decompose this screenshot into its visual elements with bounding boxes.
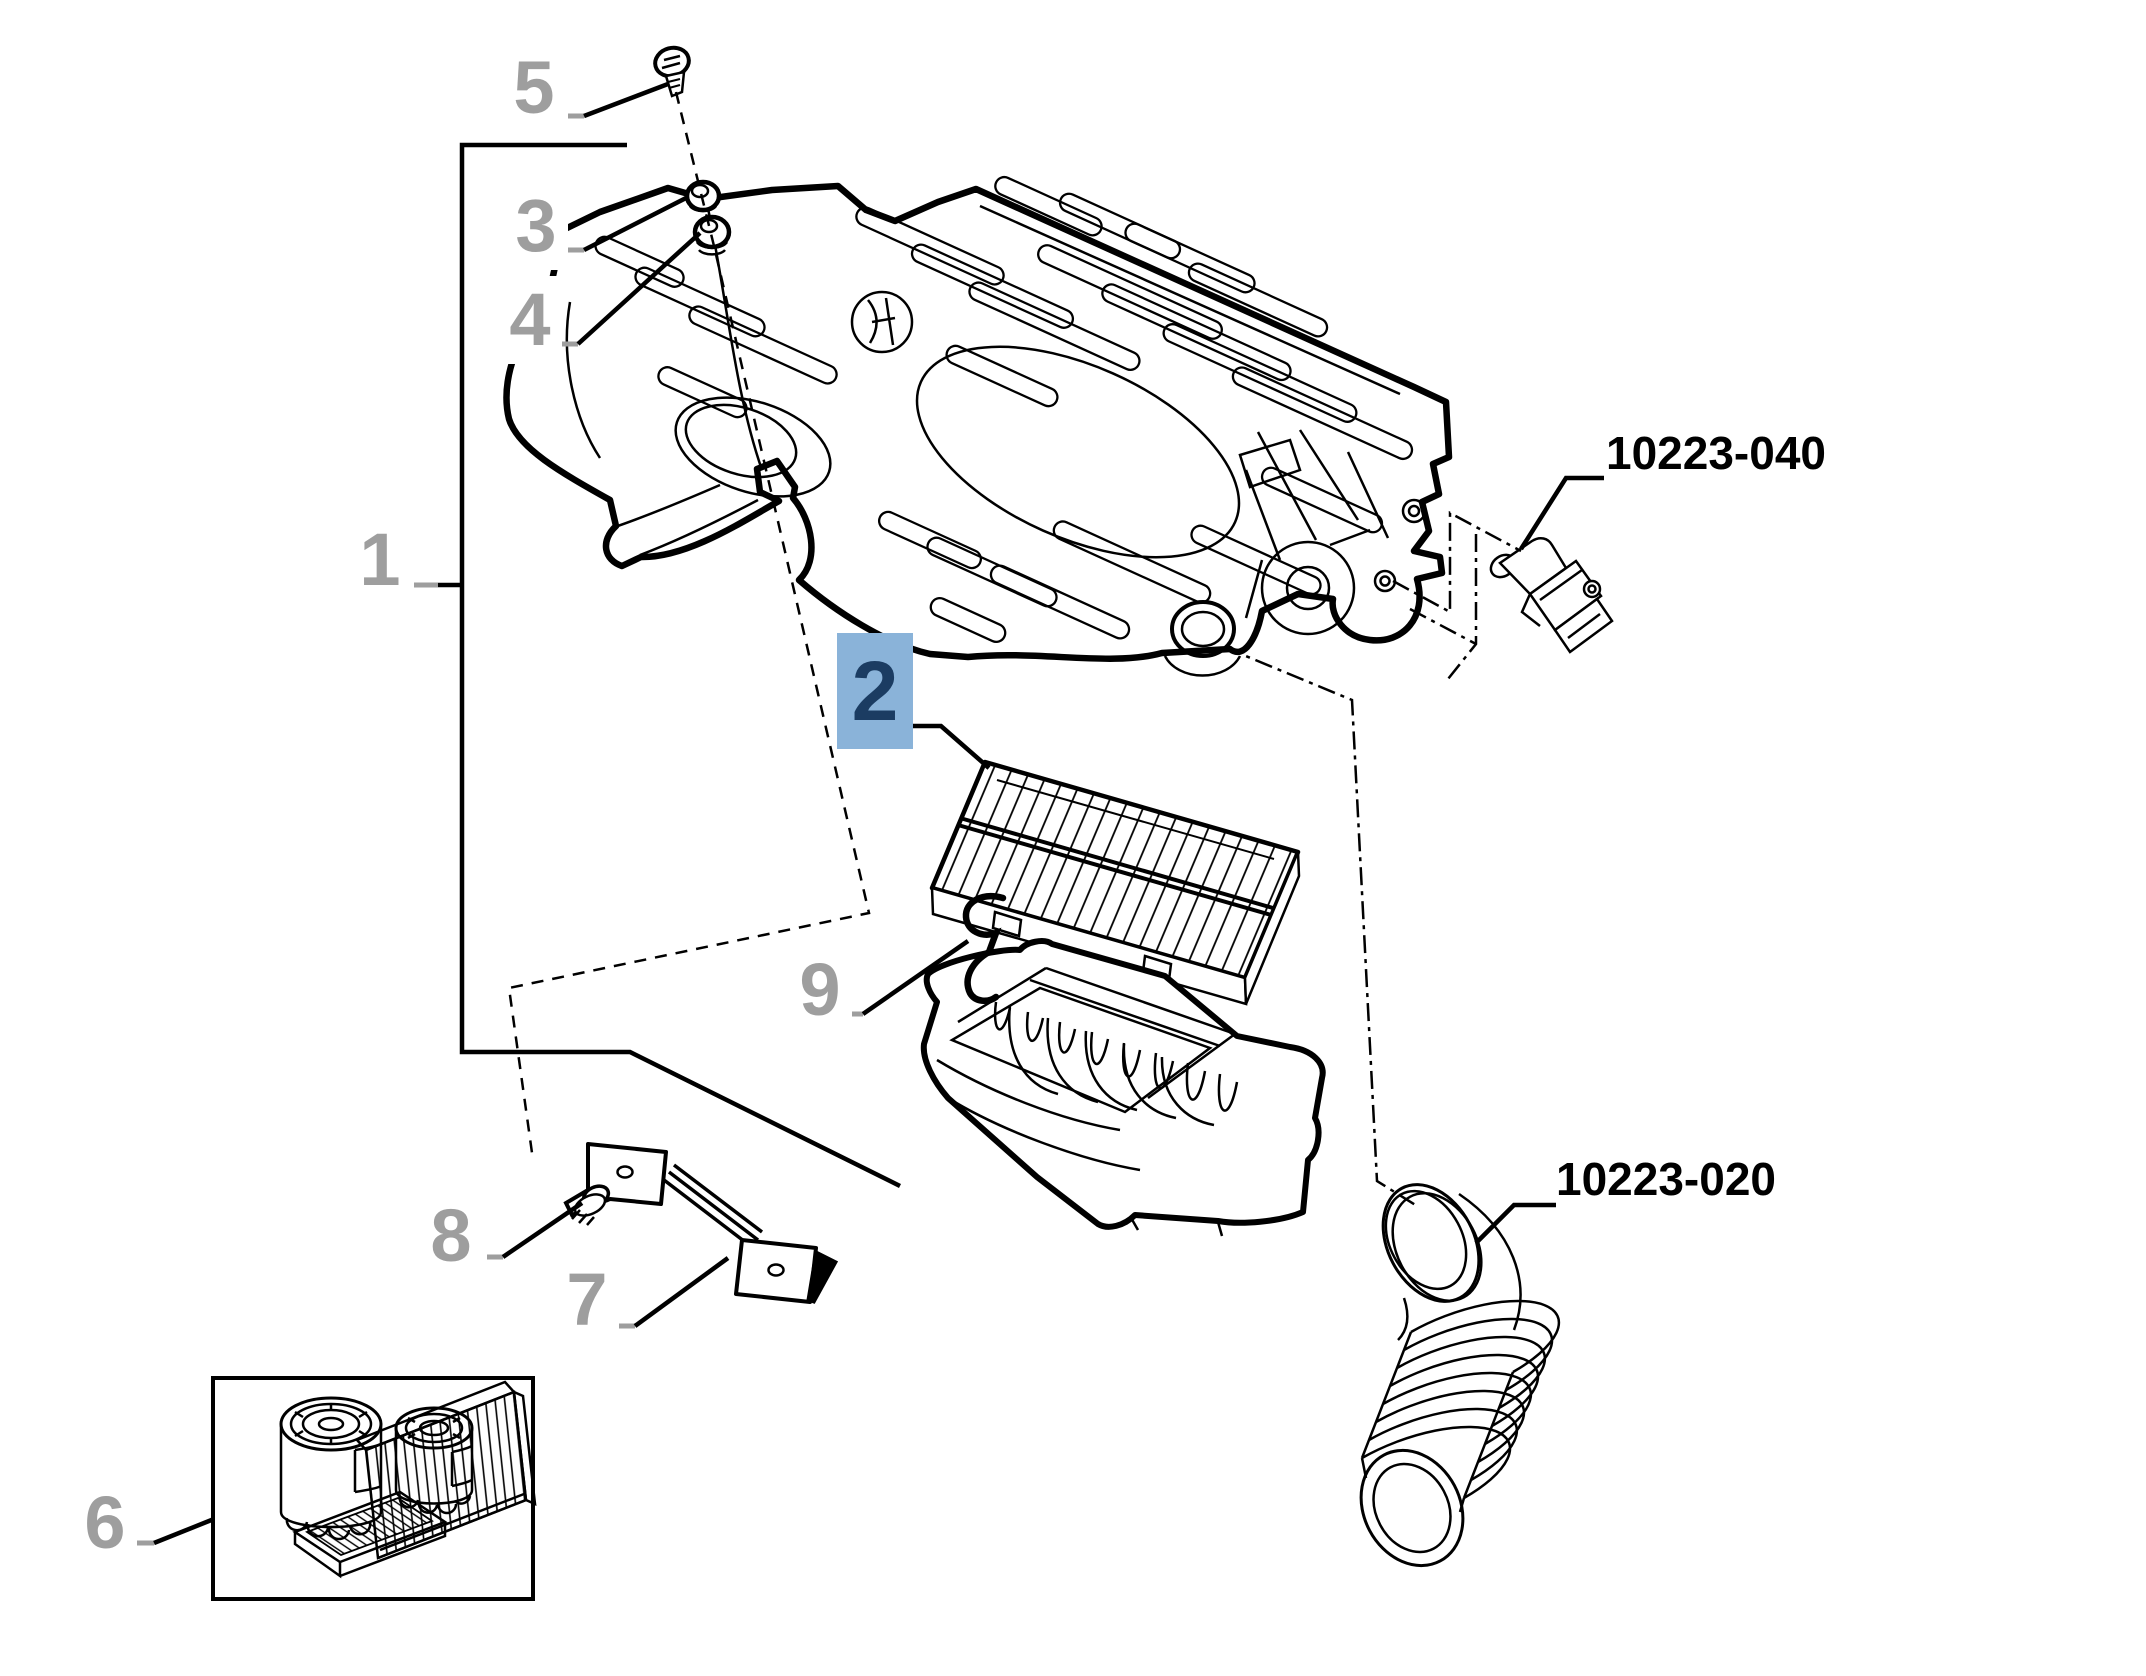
grommet-lower xyxy=(692,214,732,256)
callout-4[interactable]: 4 xyxy=(498,276,562,364)
callout-6[interactable]: 6 xyxy=(73,1479,137,1567)
service-kit xyxy=(211,1376,537,1601)
leader-lines xyxy=(137,81,1604,1546)
engine-cover xyxy=(503,175,1453,677)
witness-lines xyxy=(507,91,1522,1208)
callout-1[interactable]: 1 xyxy=(348,516,412,604)
callout-9[interactable]: 9 xyxy=(788,946,852,1034)
kit-tray-filter xyxy=(292,1490,448,1579)
part-ref-10223-040[interactable]: 10223-040 xyxy=(1606,427,1826,479)
retaining-clip xyxy=(962,893,1007,1004)
callout-5[interactable]: 5 xyxy=(502,44,566,132)
mounting-bracket xyxy=(563,1142,839,1304)
callout-8[interactable]: 8 xyxy=(419,1192,483,1280)
mounting-bolt xyxy=(571,1184,611,1226)
callout-2-highlighted[interactable]: 2 xyxy=(837,633,913,749)
engine-cover-ribs xyxy=(594,175,1414,644)
intake-hose xyxy=(1359,1183,1561,1568)
air-flow-sensor xyxy=(1489,536,1614,654)
air-cleaner-housing xyxy=(920,938,1326,1237)
callout-3[interactable]: 3 xyxy=(504,182,568,270)
screw xyxy=(653,45,691,98)
part-ref-10223-020[interactable]: 10223-020 xyxy=(1556,1153,1776,1205)
assembly-bracket xyxy=(459,142,902,1189)
callout-7[interactable]: 7 xyxy=(555,1256,619,1344)
